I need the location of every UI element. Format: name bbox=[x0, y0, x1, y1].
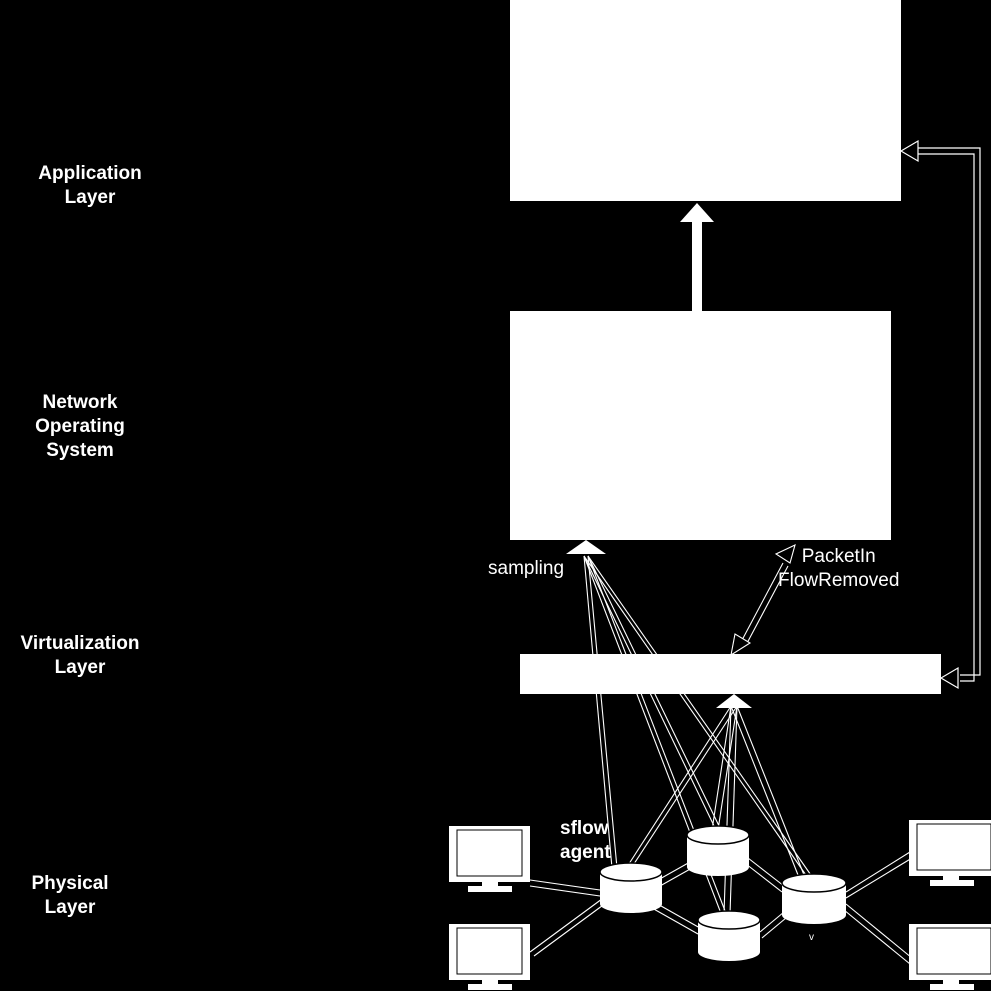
virtualization-arrowhead bbox=[716, 694, 752, 708]
sflow-agent-label: sflow agent bbox=[560, 818, 611, 863]
physical-layer-label: Physical Layer bbox=[31, 873, 109, 918]
switch-right bbox=[781, 873, 847, 924]
application-layer-box bbox=[510, 0, 901, 201]
switch-bottom-center bbox=[697, 910, 761, 961]
virtualization-layer-box bbox=[520, 654, 941, 694]
host-computer-icon bbox=[909, 924, 991, 990]
switch-to-virtualization-lines bbox=[624, 705, 807, 915]
network-os-box bbox=[510, 311, 891, 540]
host-computer-icon bbox=[909, 820, 991, 886]
switch-sflow-agent bbox=[599, 862, 663, 913]
switch-top-center bbox=[686, 825, 750, 876]
host-computer-icon bbox=[449, 826, 530, 892]
nos-to-application-arrow bbox=[680, 203, 714, 312]
small-mark-label: v bbox=[809, 932, 814, 943]
packetin-flowremoved-label: PacketIn FlowRemoved bbox=[778, 546, 900, 591]
host-computer-icon bbox=[449, 924, 530, 990]
physical-links bbox=[529, 851, 913, 965]
sampling-lines bbox=[583, 555, 814, 917]
packetin-flowremoved-connector bbox=[730, 543, 796, 657]
virtualization-to-application-connector bbox=[899, 139, 981, 690]
sampling-label: sampling bbox=[488, 558, 565, 579]
application-layer-label: Application Layer bbox=[38, 163, 142, 208]
sampling-arrowhead bbox=[566, 540, 606, 554]
network-os-label: Network Operating System bbox=[35, 392, 125, 461]
virtualization-layer-label: Virtualization Layer bbox=[20, 633, 140, 678]
